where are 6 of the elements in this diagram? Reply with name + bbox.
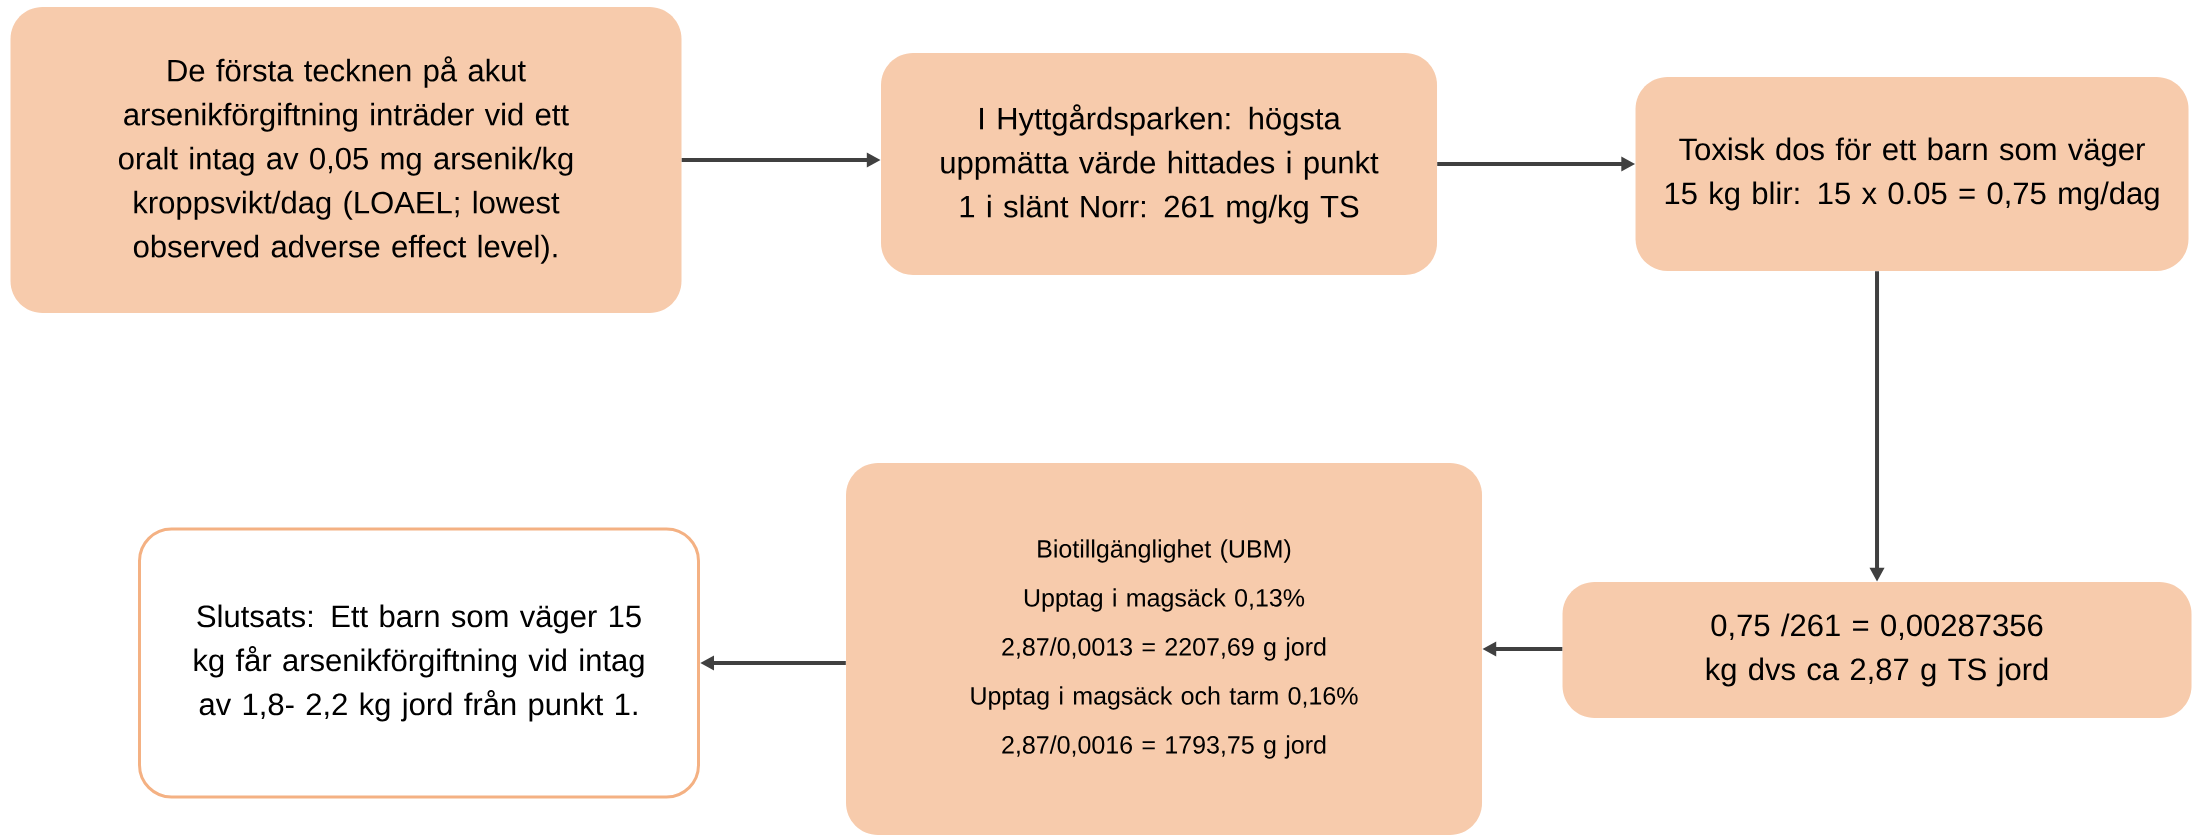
process-box: De första tecknen på akut arsenikförgiftning inträder vid ett oralt intag av 0,05 mg arsenik/kg kroppsvikt/dag (LOAEL; lowest observed adverse effect level). <box>10 7 682 313</box>
process-box: 0,75 /261 = 0,00287356 kg dvs ca 2,87 g TS jord <box>1562 582 2192 718</box>
process-box: Toxisk dos för ett barn som väger 15 kg blir: 15 x 0.05 = 0,75 mg/dag <box>1635 77 2189 271</box>
process-box: I Hyttgårdsparken: högsta uppmätta värde hittades i punkt 1 i slänt Norr: 261 mg/kg TS <box>881 53 1437 275</box>
process-box: Biotillgänglighet (UBM) Upptag i magsäck 0,13% 2,87/0,0013 = 2207,69 g jord Upptag i magsäck och tarm 0,16% 2,87/0,0016 = 1793,75 g jord <box>846 463 1482 835</box>
process-box: Slutsats: Ett barn som väger 15 kg får arsenikförgiftning vid intag av 1,8- 2,2 kg jord från punkt 1. <box>138 527 700 799</box>
